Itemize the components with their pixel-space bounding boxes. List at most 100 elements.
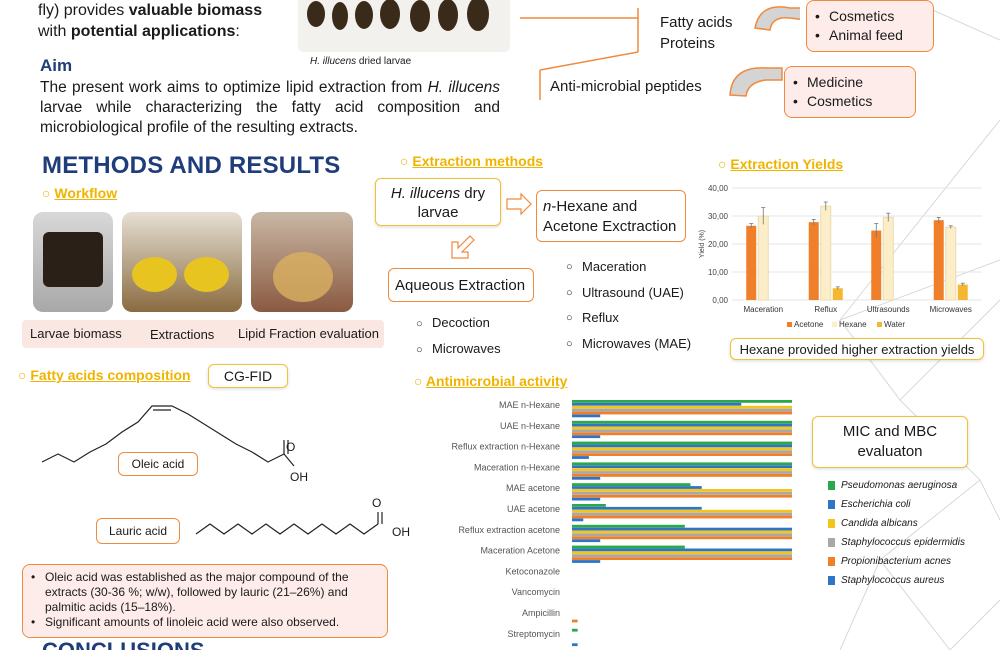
legend-swatch bbox=[828, 557, 835, 566]
x-tick-label: Reflux bbox=[814, 305, 837, 314]
amr-bar bbox=[572, 444, 792, 448]
fatty-acids-heading: ○ Fatty acids composition bbox=[18, 367, 191, 383]
arrow-right-icon bbox=[506, 192, 532, 216]
amr-bar bbox=[572, 509, 792, 513]
oleic-acid-label: Oleic acid bbox=[118, 452, 198, 476]
photo-larvae-biomass bbox=[33, 212, 113, 312]
category-label: Vancomycin bbox=[512, 587, 560, 597]
bar-water bbox=[832, 288, 843, 300]
amr-bar bbox=[572, 453, 792, 456]
cg-fid-box: CG-FID bbox=[208, 364, 288, 388]
amr-bar bbox=[572, 420, 792, 424]
conclusions-title-partial: CONCLUSIONS bbox=[42, 642, 205, 650]
mic-mbc-box: MIC and MBC evaluaton bbox=[812, 416, 968, 468]
legend-swatch bbox=[828, 519, 835, 528]
category-label: UAE acetone bbox=[507, 504, 560, 514]
amr-bar bbox=[572, 465, 792, 469]
legend-item: Candida albicans bbox=[828, 514, 998, 533]
legend-swatch bbox=[828, 500, 835, 509]
legend-item: Staphylococcus aureus bbox=[828, 571, 998, 590]
amr-bar bbox=[572, 643, 578, 647]
legend-label: Hexane bbox=[839, 320, 867, 329]
category-label: Reflux extraction n-Hexane bbox=[451, 442, 560, 452]
amr-bar bbox=[572, 468, 792, 471]
y-tick-label: 40,00 bbox=[708, 184, 729, 193]
x-tick-label: Ultrasounds bbox=[867, 305, 910, 314]
legend-swatch bbox=[877, 322, 882, 327]
bar-hexane bbox=[882, 216, 894, 301]
amr-bar bbox=[572, 408, 792, 412]
legend-item: Pseudomonas aeruginosa bbox=[828, 476, 998, 495]
amr-bar bbox=[572, 497, 601, 501]
amr-bar bbox=[572, 462, 792, 466]
bar-hexane bbox=[820, 205, 832, 301]
legend-item: Escherichia coli bbox=[828, 495, 998, 514]
lauric-acid-structure bbox=[195, 512, 383, 535]
fatty-acids-findings-box: Oleic acid was established as the major … bbox=[22, 564, 388, 638]
category-label: Ampicillin bbox=[522, 608, 560, 618]
amr-bar bbox=[572, 474, 792, 477]
legend-label: Propionibacterium acnes bbox=[841, 556, 952, 567]
y-tick-label: 20,00 bbox=[708, 240, 729, 249]
yields-conclusion-box: Hexane provided higher extraction yields bbox=[730, 338, 984, 360]
amr-bar bbox=[572, 533, 792, 537]
aqueous-extraction-box: Aqueous Extraction bbox=[388, 268, 534, 302]
category-label: Maceration Acetone bbox=[480, 546, 560, 556]
amr-bar bbox=[572, 548, 792, 552]
lauric-o-label: O bbox=[372, 496, 382, 510]
uses-box-1: Cosmetics Animal feed bbox=[806, 0, 934, 52]
dried-larvae-image bbox=[307, 0, 489, 32]
photo-lipid-fraction bbox=[251, 212, 353, 312]
amr-bar bbox=[572, 476, 601, 480]
legend-item: Staphylococcus epidermidis bbox=[828, 533, 998, 552]
amr-bar bbox=[572, 450, 792, 454]
uses-box-2: Medicine Cosmetics bbox=[784, 66, 916, 118]
solvent-methods-list: Maceration Ultrasound (UAE) Reflux Micro… bbox=[566, 254, 691, 357]
y-tick-label: 0,00 bbox=[712, 296, 728, 305]
amr-bar bbox=[572, 512, 792, 516]
workflow-label-extractions: Extractions bbox=[150, 327, 215, 342]
legend-swatch bbox=[828, 538, 835, 547]
amr-bar bbox=[572, 545, 685, 549]
aim-title: Aim bbox=[40, 56, 73, 75]
lauric-acid-label: Lauric acid bbox=[96, 518, 180, 544]
amr-bar bbox=[572, 527, 792, 531]
amr-bar bbox=[572, 447, 792, 451]
oleic-oh-label: OH bbox=[290, 470, 308, 484]
amr-bar bbox=[572, 426, 792, 430]
amr-bar bbox=[572, 554, 792, 558]
amr-bar bbox=[572, 530, 792, 534]
workflow-arrow-icon bbox=[370, 320, 384, 348]
amr-bar bbox=[572, 486, 702, 489]
anti-microbial-peptides-label: Anti-microbial peptides bbox=[550, 78, 702, 95]
bar-acetone bbox=[808, 222, 819, 300]
category-label: Ketoconazole bbox=[505, 566, 560, 576]
amr-bar bbox=[572, 524, 685, 528]
category-label: MAE acetone bbox=[506, 483, 560, 493]
amr-bar bbox=[572, 483, 691, 486]
dry-larvae-box: H. illucens dry larvae bbox=[375, 178, 501, 226]
legend-item: Propionibacterium acnes bbox=[828, 552, 998, 571]
amr-bar bbox=[572, 471, 792, 474]
extraction-methods-heading: ○ Extraction methods bbox=[400, 153, 544, 169]
category-label: Streptomycin bbox=[507, 629, 560, 639]
amr-bar bbox=[572, 551, 792, 555]
workflow-label-lipid: Lipid Fraction evaluation bbox=[238, 326, 379, 341]
category-label: Maceration n-Hexane bbox=[474, 462, 560, 472]
bar-hexane bbox=[945, 226, 957, 301]
x-tick-label: Microwaves bbox=[930, 305, 972, 314]
lauric-oh-label: OH bbox=[392, 525, 410, 539]
antimicrobial-heading: ○ Antimicrobial activity bbox=[414, 373, 568, 389]
legend-label: Staphylococcus epidermidis bbox=[841, 537, 965, 548]
amr-bar bbox=[572, 400, 792, 403]
amr-bar bbox=[572, 504, 606, 507]
arrow-down-left-icon bbox=[451, 235, 475, 259]
larvae-photo bbox=[298, 0, 510, 52]
amr-bar bbox=[572, 423, 792, 427]
intro-text: fly) provides valuable biomass with pote… bbox=[38, 2, 263, 40]
aim-text: The present work aims to optimize lipid … bbox=[40, 79, 501, 136]
category-label: UAE n-Hexane bbox=[500, 421, 560, 431]
amr-bar bbox=[572, 494, 792, 498]
